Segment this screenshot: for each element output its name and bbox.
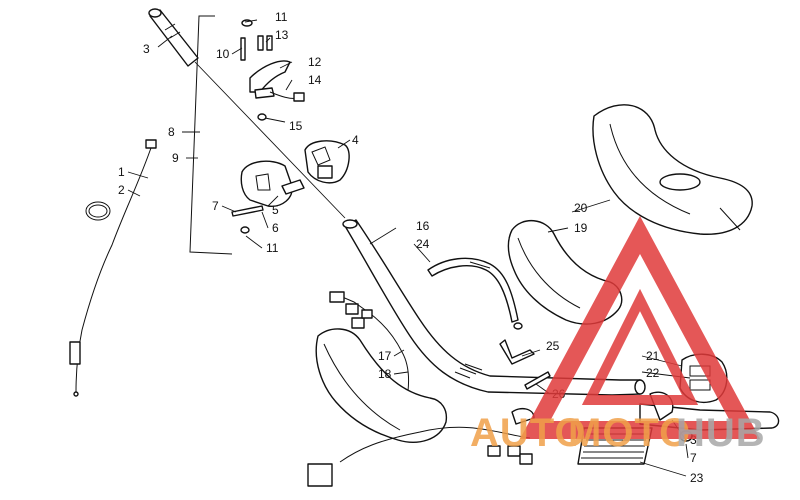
callout-3: 3 bbox=[143, 42, 150, 56]
small-hardware bbox=[240, 19, 273, 234]
callout-10: 10 bbox=[216, 47, 230, 61]
callout-18: 18 bbox=[378, 367, 392, 381]
callout-1: 1 bbox=[118, 165, 125, 179]
callout-12: 12 bbox=[308, 55, 322, 69]
callout-11: 11 bbox=[275, 10, 288, 24]
callout-15: 15 bbox=[289, 119, 303, 133]
wiring-harness bbox=[329, 291, 411, 413]
left-hand-guard bbox=[307, 328, 533, 487]
hand-guard-large bbox=[592, 104, 753, 235]
watermark-text-auto: AUTO bbox=[470, 411, 587, 455]
callout-17: 17 bbox=[378, 349, 392, 363]
watermark-text-moto: MOTO bbox=[568, 411, 691, 455]
callout-8: 8 bbox=[168, 125, 175, 139]
watermark-logo bbox=[519, 216, 761, 439]
group-bracket bbox=[189, 15, 233, 255]
left-grip bbox=[148, 8, 199, 67]
u-bolt bbox=[499, 339, 535, 365]
callout-13: 13 bbox=[275, 28, 289, 42]
hand-guard-small bbox=[507, 220, 623, 325]
callout-2: 2 bbox=[118, 183, 125, 197]
callout-7: 7 bbox=[212, 199, 219, 213]
callout-9: 9 bbox=[172, 151, 179, 165]
callout-6: 6 bbox=[272, 221, 279, 235]
callout-11-lower: 11 bbox=[266, 241, 279, 255]
callout-4: 4 bbox=[352, 133, 359, 147]
callout-5: 5 bbox=[272, 203, 279, 217]
callout-19: 19 bbox=[574, 221, 588, 235]
throttle-lever bbox=[249, 60, 305, 102]
handlebar bbox=[342, 219, 646, 396]
callout-25: 25 bbox=[546, 339, 560, 353]
callout-21: 21 bbox=[646, 349, 660, 363]
watermark-wordmark: AUTO MOTO HUB bbox=[470, 411, 766, 455]
throttle-cable bbox=[69, 139, 157, 397]
pin bbox=[524, 371, 551, 390]
watermark-text-hub: HUB bbox=[676, 411, 766, 455]
switch-housing bbox=[304, 140, 350, 184]
callout-22: 22 bbox=[646, 366, 660, 380]
throttle-housing bbox=[231, 160, 305, 217]
callout-24: 24 bbox=[416, 237, 430, 251]
callout-14: 14 bbox=[308, 73, 322, 87]
crossbar bbox=[427, 257, 523, 330]
callout-3-right: 3 bbox=[690, 433, 697, 447]
callout-20: 20 bbox=[574, 201, 588, 215]
callout-16: 16 bbox=[416, 219, 430, 233]
callout-23: 23 bbox=[690, 471, 704, 485]
callout-7-right: 7 bbox=[690, 451, 697, 465]
